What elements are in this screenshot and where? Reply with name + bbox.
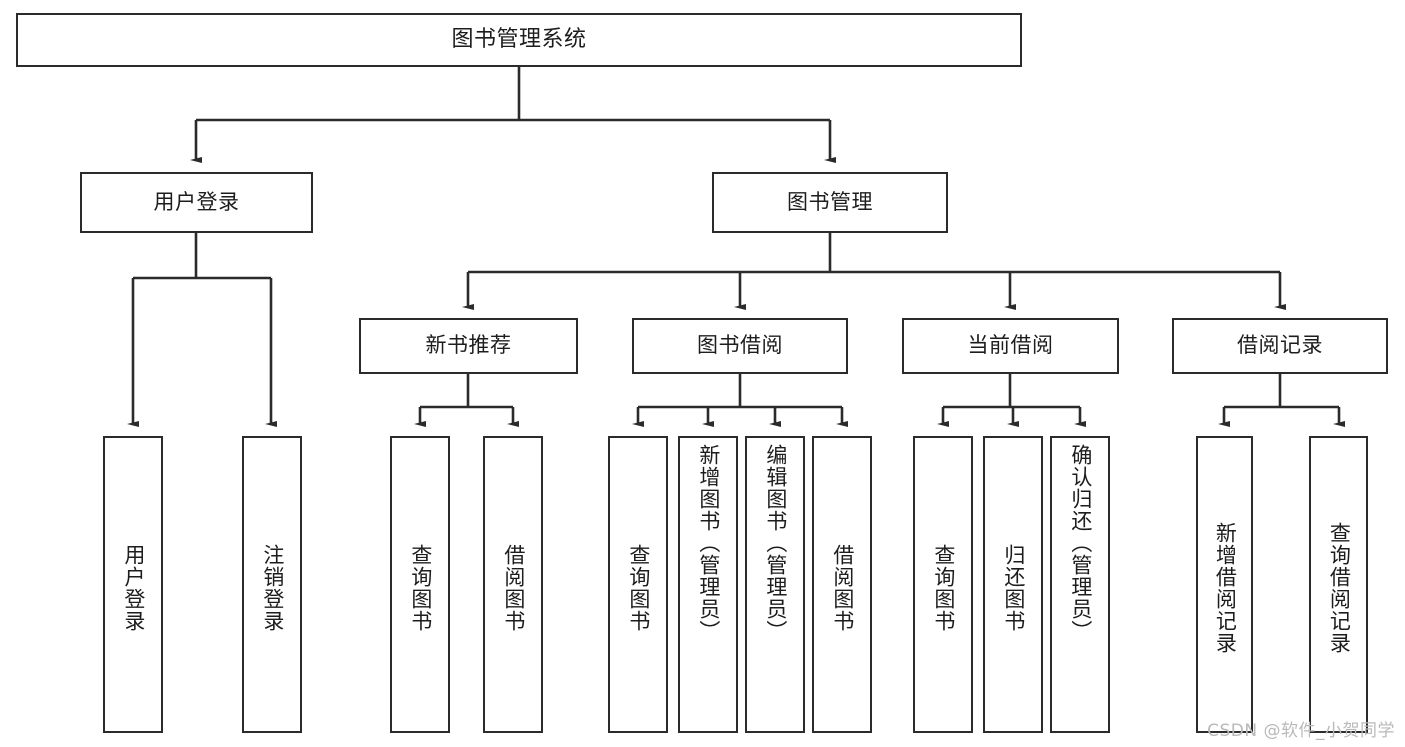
leaf-borrow-book[interactable]: 借阅图书 <box>812 436 872 733</box>
leaf-label: 归还图书 <box>1001 543 1026 632</box>
node-label: 新书推荐 <box>425 333 512 358</box>
leaf-return-book[interactable]: 归还图书 <box>983 436 1043 733</box>
node-borrow-records[interactable]: 借阅记录 <box>1172 318 1388 374</box>
leaf-label: 查询图书 <box>931 543 956 632</box>
node-label: 图书管理系统 <box>451 26 587 52</box>
node-user-login[interactable]: 用户登录 <box>80 172 313 233</box>
node-book-borrow[interactable]: 图书借阅 <box>632 318 848 374</box>
leaf-label: 新增借阅记录 <box>1213 521 1238 654</box>
leaf-confirm-return-admin[interactable]: 确认归还（管理员） <box>1050 436 1110 733</box>
leaf-add-borrow-record[interactable]: 新增借阅记录 <box>1196 436 1253 733</box>
leaf-query-book-recommend[interactable]: 查询图书 <box>390 436 450 733</box>
node-book-management[interactable]: 图书管理 <box>712 172 948 233</box>
leaf-edit-book-admin[interactable]: 编辑图书（管理员） <box>745 436 805 733</box>
node-root-book-management-system[interactable]: 图书管理系统 <box>16 13 1022 67</box>
leaf-query-borrow-record[interactable]: 查询借阅记录 <box>1309 436 1368 733</box>
leaf-user-login[interactable]: 用户登录 <box>103 436 163 733</box>
node-label: 借阅记录 <box>1237 333 1323 358</box>
leaf-label: 新增图书（管理员） <box>696 444 721 642</box>
leaf-user-logout[interactable]: 注销登录 <box>242 436 302 733</box>
leaf-add-book-admin[interactable]: 新增图书（管理员） <box>678 436 738 733</box>
leaf-label: 确认归还（管理员） <box>1068 444 1093 642</box>
leaf-label: 用户登录 <box>121 543 146 632</box>
node-current-borrow[interactable]: 当前借阅 <box>902 318 1119 374</box>
leaf-label: 查询借阅记录 <box>1327 521 1352 654</box>
leaf-borrow-book-recommend[interactable]: 借阅图书 <box>483 436 543 733</box>
node-label: 用户登录 <box>153 189 240 214</box>
node-label: 图书借阅 <box>697 333 783 358</box>
leaf-query-book-borrow[interactable]: 查询图书 <box>608 436 668 733</box>
leaf-label: 查询图书 <box>408 543 433 632</box>
node-label: 图书管理 <box>787 189 873 214</box>
leaf-label: 注销登录 <box>260 543 285 632</box>
node-new-book-recommend[interactable]: 新书推荐 <box>359 318 578 374</box>
leaf-label: 查询图书 <box>626 543 651 632</box>
leaf-label: 借阅图书 <box>830 543 855 632</box>
leaf-label: 编辑图书（管理员） <box>763 444 788 642</box>
node-label: 当前借阅 <box>967 333 1054 358</box>
leaf-label: 借阅图书 <box>501 543 526 632</box>
leaf-query-book-current[interactable]: 查询图书 <box>913 436 973 733</box>
